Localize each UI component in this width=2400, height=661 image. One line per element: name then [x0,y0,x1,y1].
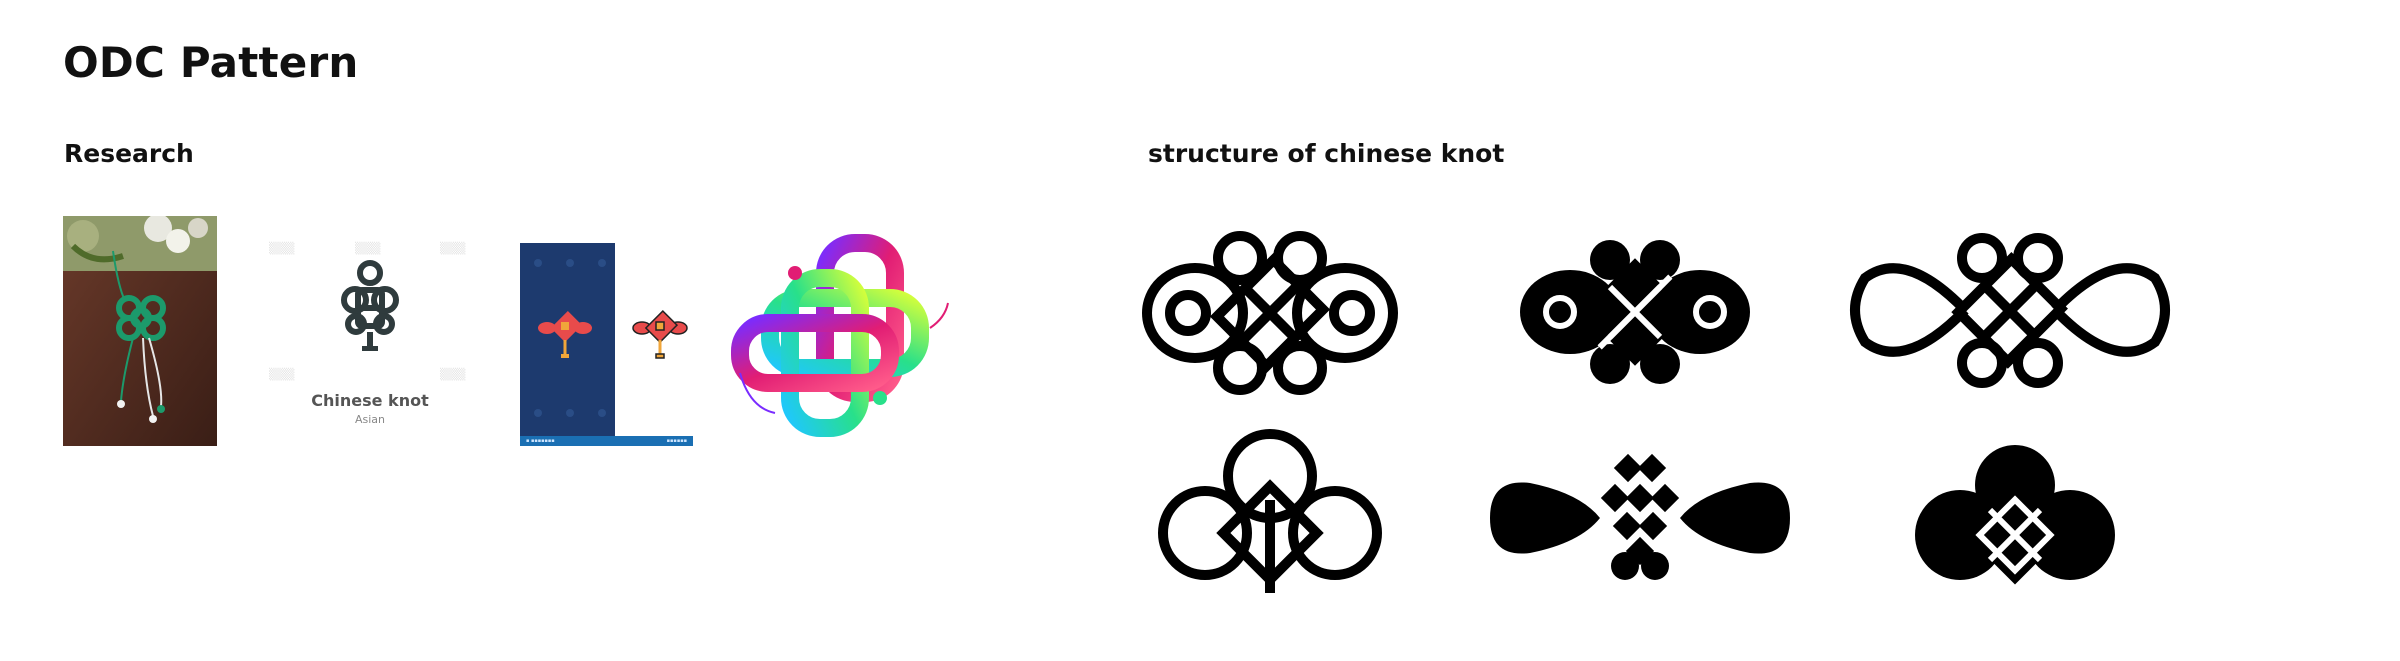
caption-subtitle: Asian [354,413,386,426]
page-title: ODC Pattern [63,38,359,87]
knot-structure-1 [1142,231,1398,395]
research-image-gradient-knot [730,233,960,446]
knot-structure-4 [1158,429,1382,593]
structure-title: structure of chinese knot [1148,139,1505,168]
stock-footer: ▪ ▪▪▪▪▪▪▪ ▪▪▪▪▪▪ [520,436,693,446]
caption-title: Chinese knot [311,391,429,410]
knot-structure-2 [1520,240,1750,384]
research-image-knot-icons: ▪ ▪▪▪▪▪▪▪ ▪▪▪▪▪▪ [520,243,693,446]
research-title: Research [64,139,194,168]
research-image-photo [63,216,217,446]
knot-structure-3 [1850,233,2170,388]
knot-structure-6 [1915,445,2115,585]
research-image-chinese-knot-stock: ▒▒▒ ▒▒▒ ▒▒▒ ▒▒▒ ▒▒▒ Chinese knot Asian [255,228,485,446]
knot-structure-5 [1490,453,1790,580]
